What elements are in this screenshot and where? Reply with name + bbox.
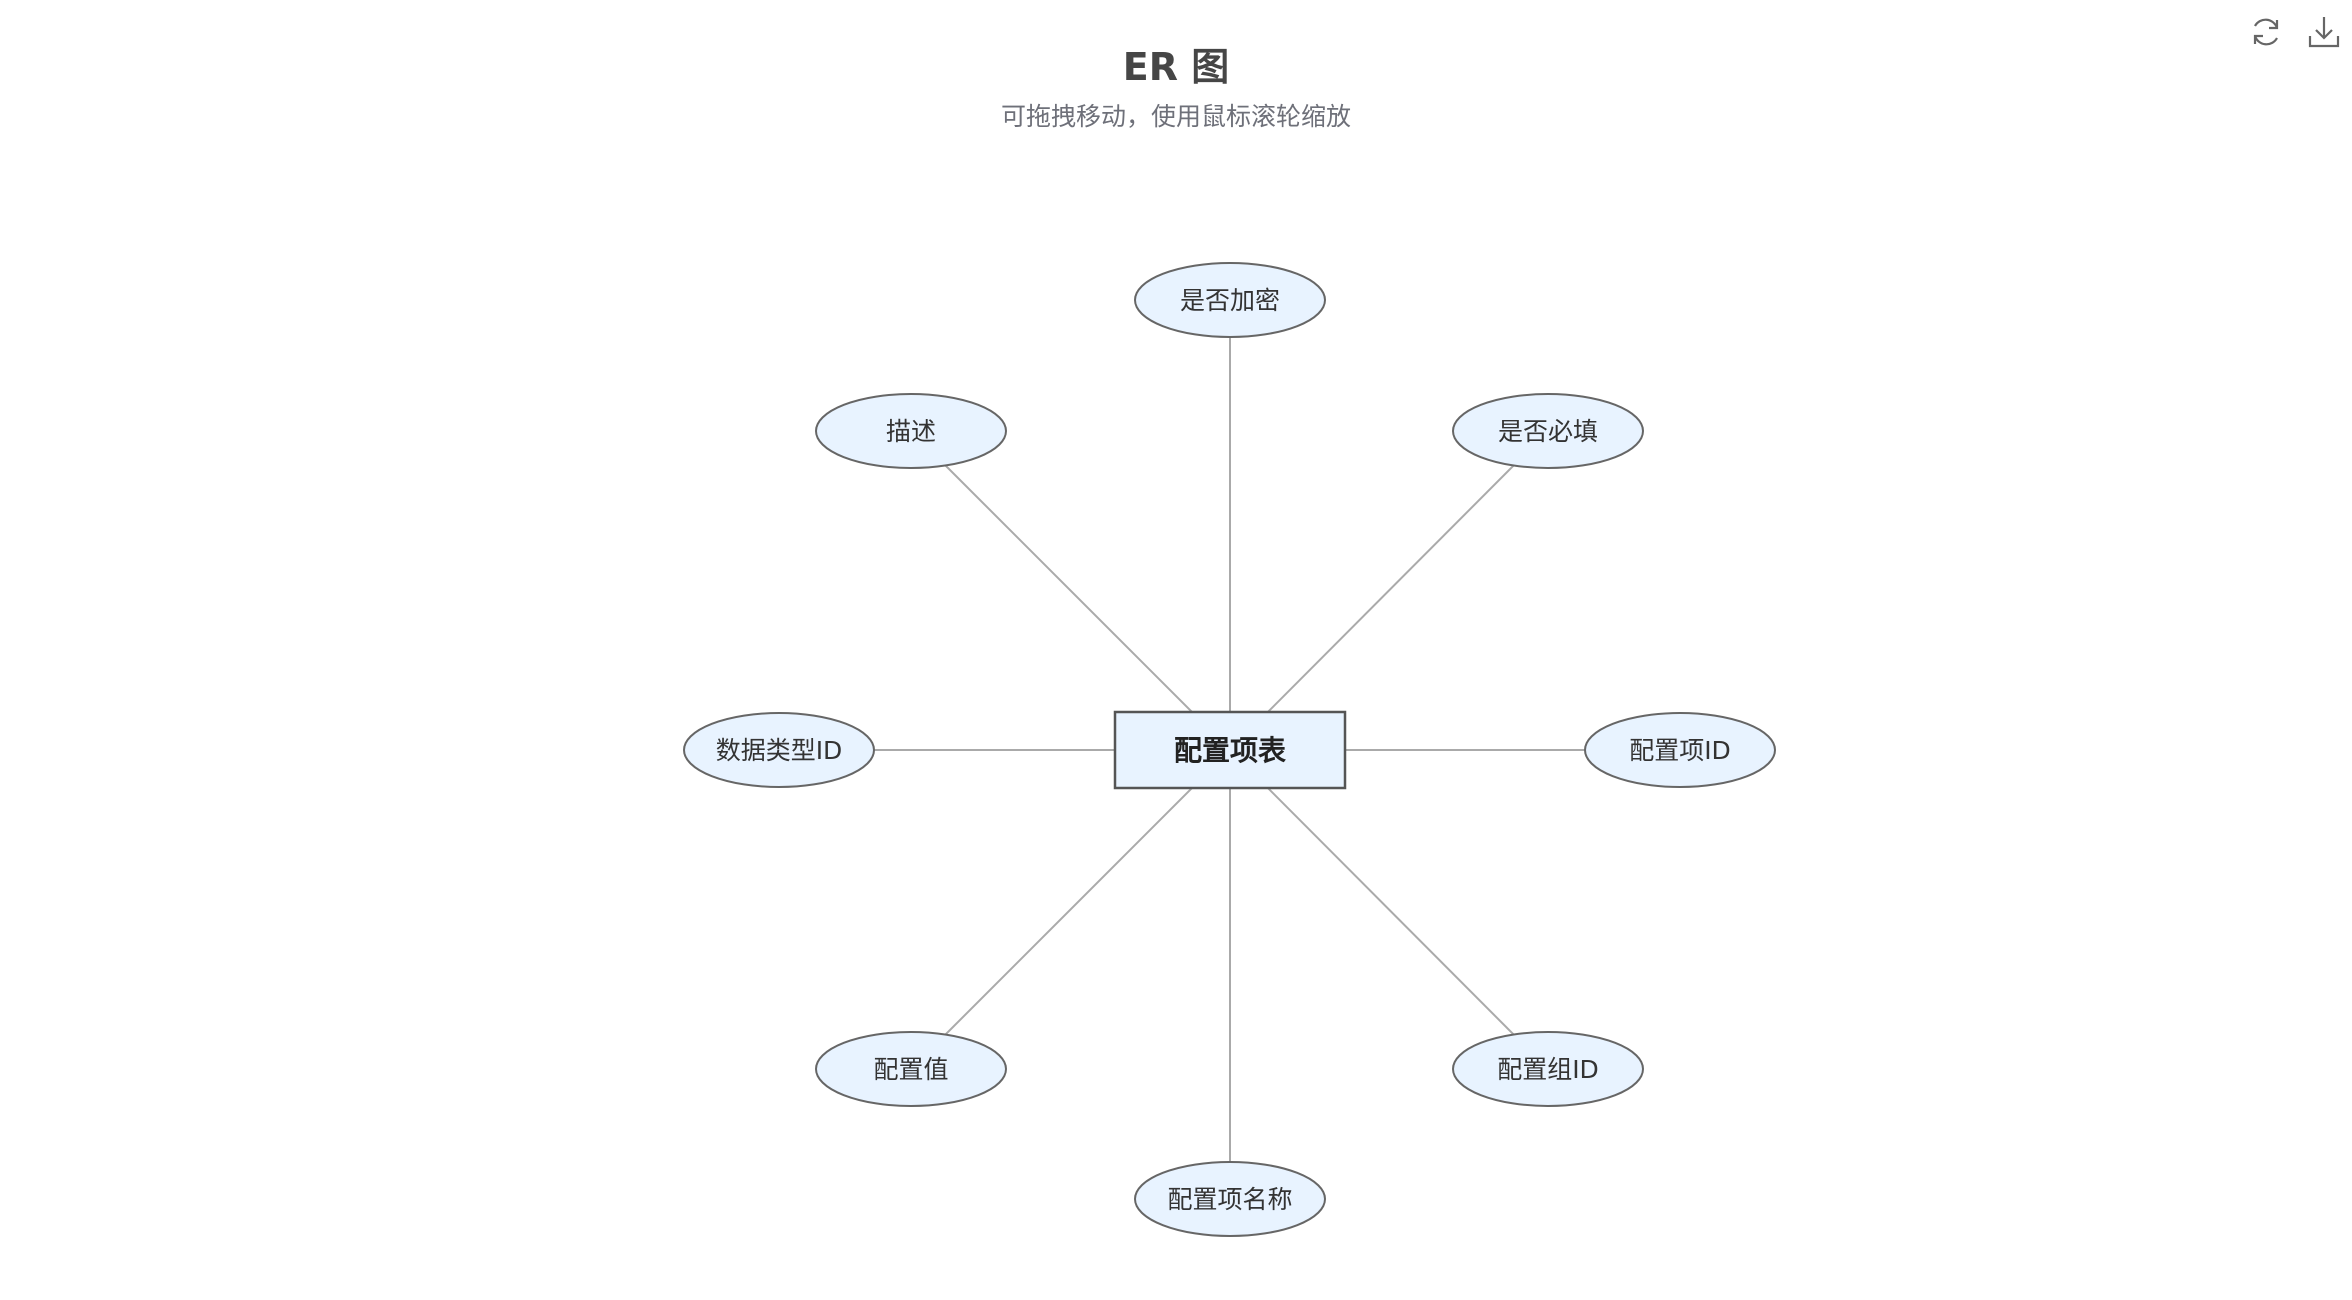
edge-1 <box>1229 430 1549 751</box>
attribute-ellipse <box>1134 1161 1326 1237</box>
attribute-node[interactable]: 数据类型ID <box>683 712 875 788</box>
entity-node[interactable]: 配置项表 <box>1113 710 1347 790</box>
entity-label: 配置项表 <box>1174 734 1286 767</box>
attribute-node[interactable]: 配置项ID <box>1584 712 1776 788</box>
chart-subtitle: 可拖拽移动，使用鼠标滚轮缩放 <box>1000 102 1351 131</box>
download-icon <box>2308 17 2340 48</box>
attribute-label: 数据类型ID <box>716 736 843 765</box>
toolbox <box>2246 12 2344 52</box>
attribute-ellipse <box>815 393 1007 469</box>
attribute-node[interactable]: 配置组ID <box>1452 1031 1644 1107</box>
attribute-node[interactable]: 描述 <box>815 393 1007 469</box>
entity-box <box>1113 710 1347 790</box>
attribute-label: 配置项名称 <box>1167 1185 1292 1214</box>
attribute-ellipse <box>1452 393 1644 469</box>
restore-button[interactable] <box>2246 12 2286 52</box>
save-as-image-button[interactable] <box>2304 12 2344 52</box>
attribute-node[interactable]: 配置值 <box>815 1031 1007 1107</box>
attribute-label: 配置组ID <box>1497 1055 1599 1084</box>
attribute-label: 描述 <box>886 417 936 446</box>
edges-layer <box>779 300 1680 1199</box>
attribute-ellipse <box>1134 262 1326 338</box>
refresh-icon <box>2253 18 2279 46</box>
attribute-node[interactable]: 是否必填 <box>1452 393 1644 469</box>
chart-title: ER 图 <box>1122 45 1230 89</box>
edge-5 <box>910 749 1231 1070</box>
attribute-label: 是否加密 <box>1180 286 1280 315</box>
attribute-node[interactable]: 是否加密 <box>1134 262 1326 338</box>
attribute-label: 是否必填 <box>1498 417 1598 446</box>
attribute-ellipse <box>683 712 875 788</box>
attribute-label: 配置项ID <box>1629 736 1731 765</box>
attribute-ellipse <box>815 1031 1007 1107</box>
edge-3 <box>1229 749 1549 1070</box>
edge-7 <box>910 430 1231 751</box>
attribute-label: 配置值 <box>873 1055 948 1084</box>
attribute-node[interactable]: 配置项名称 <box>1134 1161 1326 1237</box>
attribute-ellipse <box>1584 712 1776 788</box>
attribute-ellipse <box>1452 1031 1644 1107</box>
